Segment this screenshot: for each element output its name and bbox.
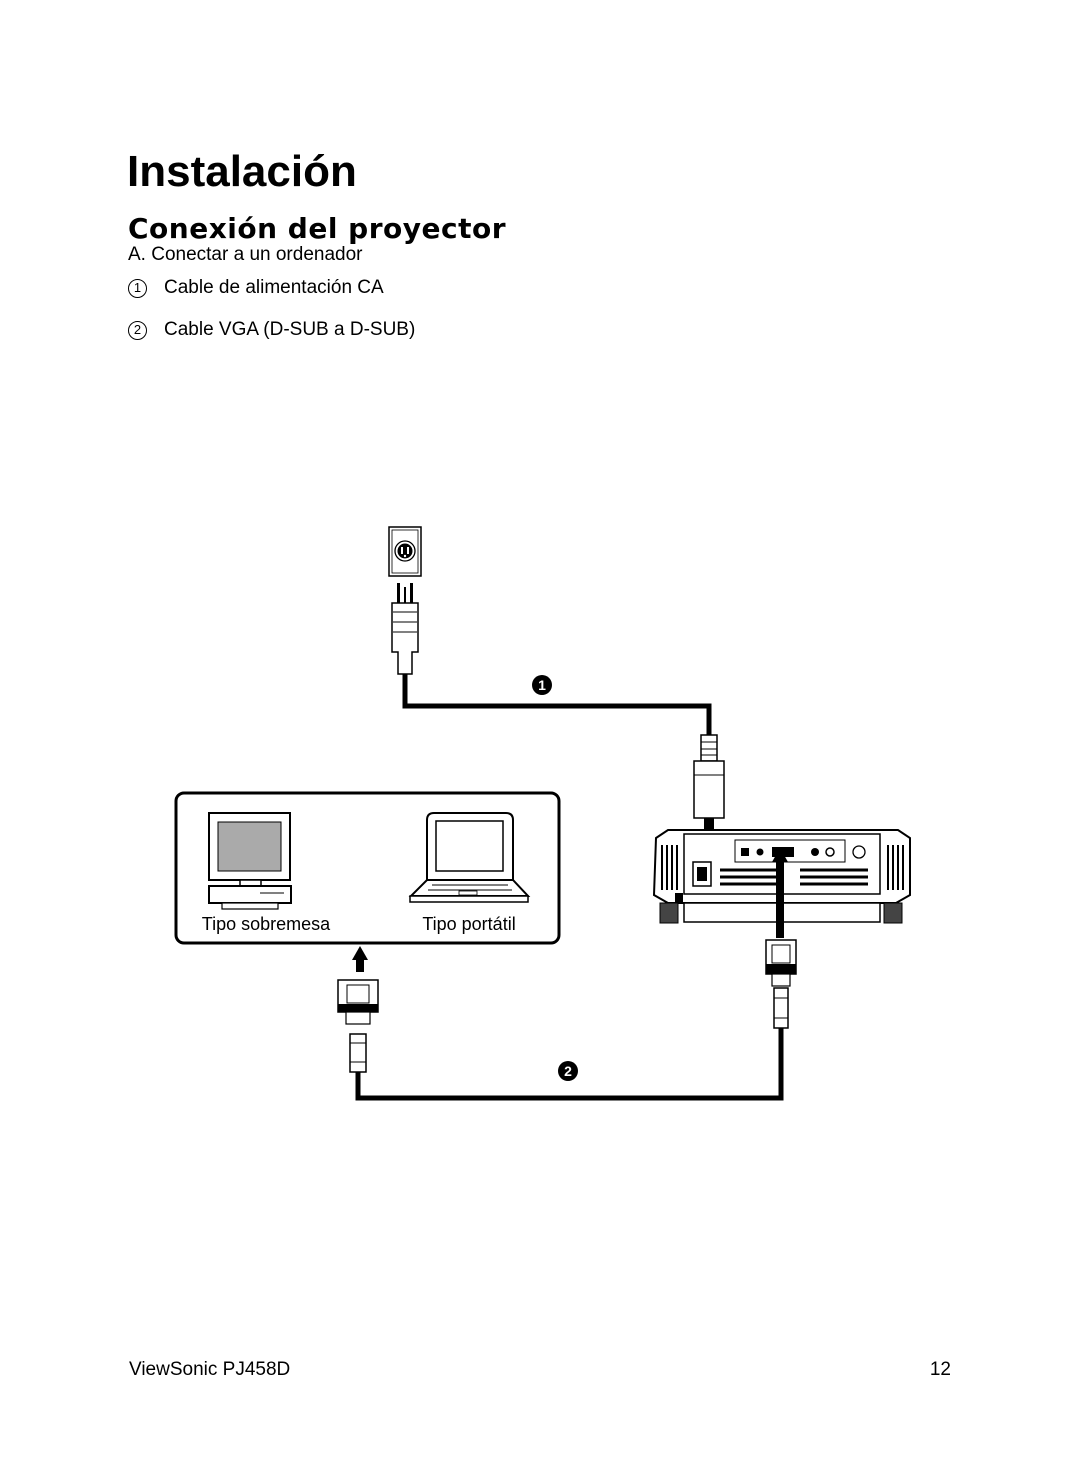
footer-page-number: 12 (929, 1359, 951, 1380)
item-label: Cable VGA (D-SUB a D-SUB) (164, 319, 416, 340)
arrow-up-icon (772, 848, 788, 938)
callout-2-label: 2 (564, 1063, 572, 1079)
callout-1-badge: 1 (532, 675, 552, 695)
page-title: Instalación (127, 147, 357, 196)
item-label: Cable de alimentación CA (164, 277, 384, 298)
power-plug-icon (391, 583, 419, 675)
wall-outlet-icon (388, 526, 422, 577)
list-item-vga-cable: 2 Cable VGA (D-SUB a D-SUB) (128, 318, 415, 342)
section-title: Conexión del proyector (128, 212, 507, 245)
list-item-power-cable: 1 Cable de alimentación CA (128, 276, 384, 300)
callout-1-label: 1 (538, 677, 546, 693)
laptop-label: Tipo portátil (422, 914, 515, 934)
footer-product: ViewSonic PJ458D (129, 1359, 291, 1380)
callout-2-badge: 2 (558, 1061, 578, 1081)
arrow-up-icon (352, 946, 368, 972)
item-number-badge: 2 (128, 320, 147, 340)
vga-connector-icon (765, 939, 797, 1029)
desktop-computer-icon (208, 812, 292, 910)
intro-text: A. Conectar a un ordenador (128, 244, 363, 265)
laptop-computer-icon (408, 812, 531, 903)
desktop-label: Tipo sobremesa (202, 914, 331, 934)
item-number-badge: 1 (128, 278, 147, 298)
vga-connector-icon (337, 979, 379, 1073)
